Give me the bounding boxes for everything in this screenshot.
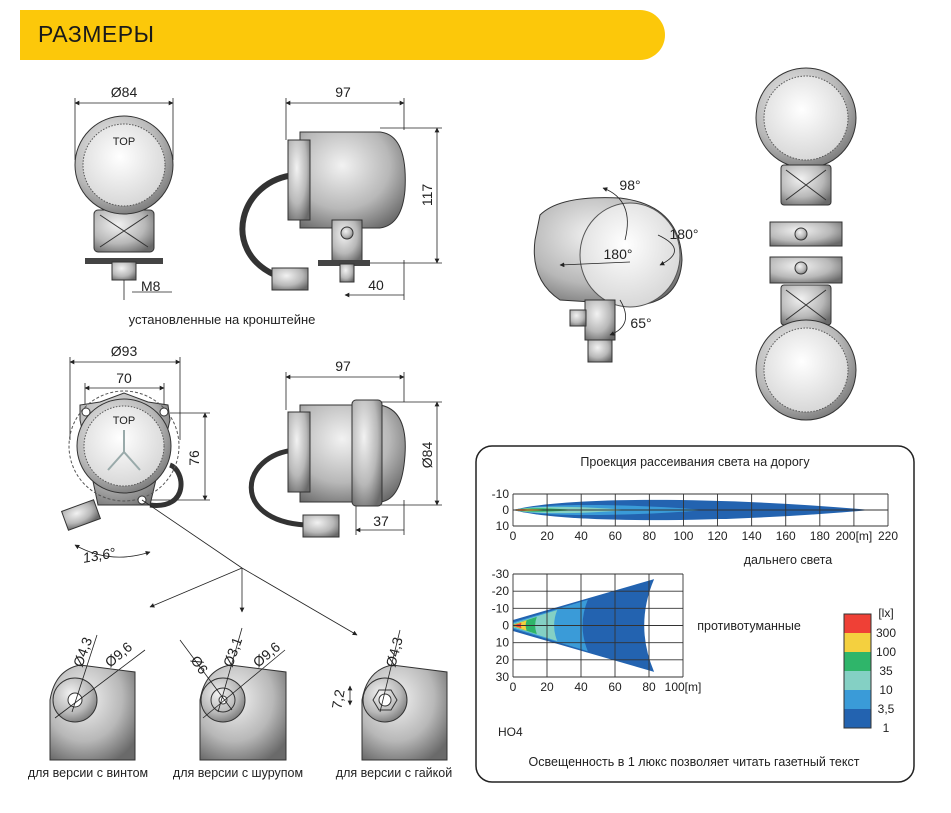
x-tick-label: 0 bbox=[510, 680, 517, 694]
tilt-down-label: 65° bbox=[630, 315, 651, 331]
x-tick-label: 60 bbox=[608, 680, 622, 694]
rotate-left-label: 180° bbox=[604, 246, 633, 262]
x-tick-label: 120 bbox=[708, 529, 728, 543]
detail-caption: для версии с гайкой bbox=[336, 766, 452, 780]
legend-label: 10 bbox=[879, 683, 893, 697]
bracket-offset-label: 40 bbox=[368, 277, 384, 293]
flange-angle-label: 13,6° bbox=[82, 544, 118, 566]
x-tick-label: 80 bbox=[642, 680, 656, 694]
y-tick-label: -20 bbox=[492, 584, 510, 598]
x-tick-label: 40 bbox=[575, 529, 589, 543]
page-title: РАЗМЕРЫ bbox=[38, 21, 155, 47]
legend-swatch bbox=[844, 614, 871, 633]
x-tick-label: 0 bbox=[510, 529, 517, 543]
section-banner: РАЗМЕРЫ bbox=[20, 10, 665, 60]
y-tick-label: -30 bbox=[492, 567, 510, 581]
mounted-caption: установленные на кронштейне bbox=[129, 312, 316, 327]
mounted-lamp-side-view bbox=[239, 98, 442, 300]
y-tick-label: 10 bbox=[496, 636, 510, 650]
legend-label: 1 bbox=[883, 721, 890, 735]
beam-pattern-panel bbox=[475, 445, 915, 783]
legend-swatch bbox=[844, 652, 871, 671]
bolt-size-label: M8 bbox=[141, 278, 161, 294]
x-tick-label: 200[m] bbox=[836, 529, 873, 543]
model-label: НО4 bbox=[498, 725, 523, 739]
legend-label: 300 bbox=[876, 626, 896, 640]
y-tick-label: 20 bbox=[496, 653, 510, 667]
detail-caption: для версии с шурупом bbox=[173, 766, 303, 780]
side-length-label: 97 bbox=[335, 84, 351, 100]
detail-screw-version bbox=[49, 634, 146, 761]
side-height-label: 117 bbox=[419, 184, 435, 207]
x-tick-label: 80 bbox=[643, 529, 657, 543]
footnote: Освещенность в 1 люкс позволяет читать г… bbox=[529, 755, 860, 769]
top-mark: TOP bbox=[113, 415, 135, 427]
flange-lamp-front-view bbox=[60, 357, 358, 636]
legend-swatch bbox=[844, 671, 871, 690]
x-tick-label: 40 bbox=[574, 680, 588, 694]
hole-spacing-label: 70 bbox=[116, 370, 132, 386]
detail-self-tapping-version bbox=[179, 627, 287, 761]
flange-side-length-label: 97 bbox=[335, 358, 351, 374]
legend-swatch bbox=[844, 633, 871, 652]
detail-dim: Ø4,3 bbox=[382, 635, 405, 669]
detail-nut-version bbox=[347, 629, 448, 761]
y-tick-label: 30 bbox=[496, 670, 510, 684]
x-tick-label: 140 bbox=[742, 529, 762, 543]
detail-dim: 7,2 bbox=[329, 688, 348, 710]
detail-dim: Ø9,6 bbox=[102, 638, 136, 670]
tilt-up-label: 98° bbox=[619, 177, 640, 193]
top-mark: TOP bbox=[113, 136, 135, 148]
flange-side-diameter-label: Ø84 bbox=[419, 442, 435, 469]
high-beam-label: дальнего света bbox=[744, 553, 832, 567]
flange-diameter-label: Ø93 bbox=[111, 343, 138, 359]
front-diameter-label: Ø84 bbox=[111, 84, 138, 100]
detail-dim: Ø3,1 bbox=[220, 635, 245, 669]
x-tick-label: 220 bbox=[878, 529, 898, 543]
legend-label: 3,5 bbox=[878, 702, 895, 716]
x-tick-label: 180 bbox=[810, 529, 830, 543]
flange-depth-label: 37 bbox=[373, 513, 389, 529]
y-tick-label: -10 bbox=[492, 601, 510, 615]
y-tick-label: 10 bbox=[496, 519, 510, 533]
x-tick-label: 20 bbox=[540, 529, 554, 543]
legend-border bbox=[843, 613, 872, 729]
x-tick-label: 100 bbox=[673, 529, 693, 543]
legend-label: 100 bbox=[876, 645, 896, 659]
detail-caption: для версии с винтом bbox=[28, 766, 148, 780]
lux-legend: 300 100 35 10 3,5 1 bbox=[843, 613, 896, 735]
y-tick-label: -10 bbox=[492, 487, 510, 501]
legend-swatch bbox=[844, 690, 871, 709]
beam-panel-title: Проекция рассеивания света на дорогу bbox=[580, 455, 810, 469]
x-tick-label: 100[m] bbox=[665, 680, 702, 694]
x-tick-label: 60 bbox=[609, 529, 623, 543]
flange-lamp-side-view bbox=[248, 372, 442, 538]
legend-label: 35 bbox=[879, 664, 893, 678]
mounted-lamp-front-view bbox=[74, 98, 174, 300]
rotate-right-label: 180° bbox=[670, 226, 699, 242]
legend-unit: [lx] bbox=[878, 606, 893, 620]
x-tick-label: 20 bbox=[540, 680, 554, 694]
stacked-lamps-view bbox=[755, 67, 857, 421]
flange-height-label: 76 bbox=[186, 450, 202, 466]
adjustment-angles-view bbox=[533, 187, 683, 363]
detail-dim: Ø6 bbox=[188, 653, 212, 678]
y-tick-label: 0 bbox=[502, 503, 509, 517]
x-tick-label: 160 bbox=[776, 529, 796, 543]
y-tick-label: 0 bbox=[502, 619, 509, 633]
fog-beam-label: противотуманные bbox=[697, 619, 801, 633]
legend-swatch bbox=[844, 709, 871, 728]
